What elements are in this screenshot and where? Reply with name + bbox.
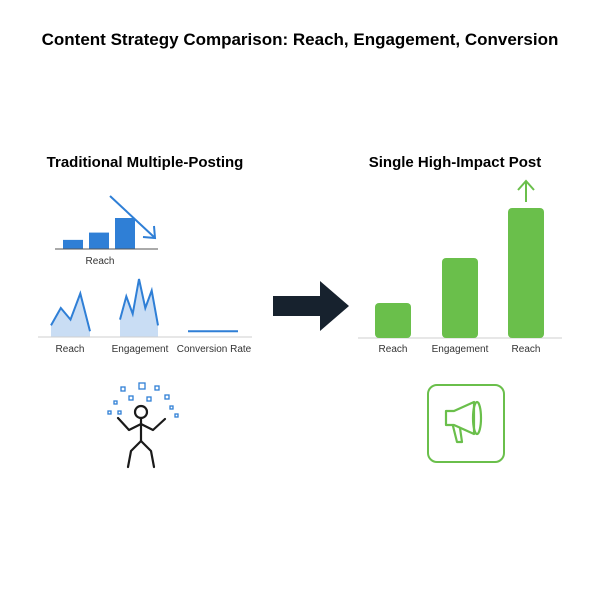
right-heading: Single High-Impact Post [369,154,542,171]
left-top-reach-label: Reach [86,256,115,267]
right-label-reach: Reach [379,344,408,355]
left-top-bar-2 [115,218,135,249]
right-label-reach-2: Reach [512,344,541,355]
left-top-reach-chart: Reach [55,195,158,267]
right-bar-2 [508,208,544,338]
page-title: Content Strategy Comparison: Reach, Enga… [42,30,559,49]
down-arrow-icon [109,195,157,240]
left-mini-line-0 [50,290,91,332]
right-bar-1 [442,258,478,338]
left-mini-charts [50,278,238,337]
left-mini-label-engagement: Engagement [112,344,169,355]
left-heading: Traditional Multiple-Posting [47,154,244,171]
left-mini-area-0 [51,293,90,337]
right-bar-chart [358,179,562,339]
left-mini-area-1 [120,279,158,337]
right-bar-0 [375,303,411,338]
left-top-bar-1 [89,232,109,249]
left-mini-line-1 [119,278,159,326]
left-mini-label-reach: Reach [56,344,85,355]
juggling-person-icon [107,382,179,469]
megaphone-icon [427,384,505,463]
left-mini-label-conversion: Conversion Rate [177,344,252,355]
up-arrow-icon [517,179,535,202]
right-label-engagement: Engagement [432,344,489,355]
right-arrow-icon [273,281,349,331]
left-top-bar-0 [63,239,83,249]
